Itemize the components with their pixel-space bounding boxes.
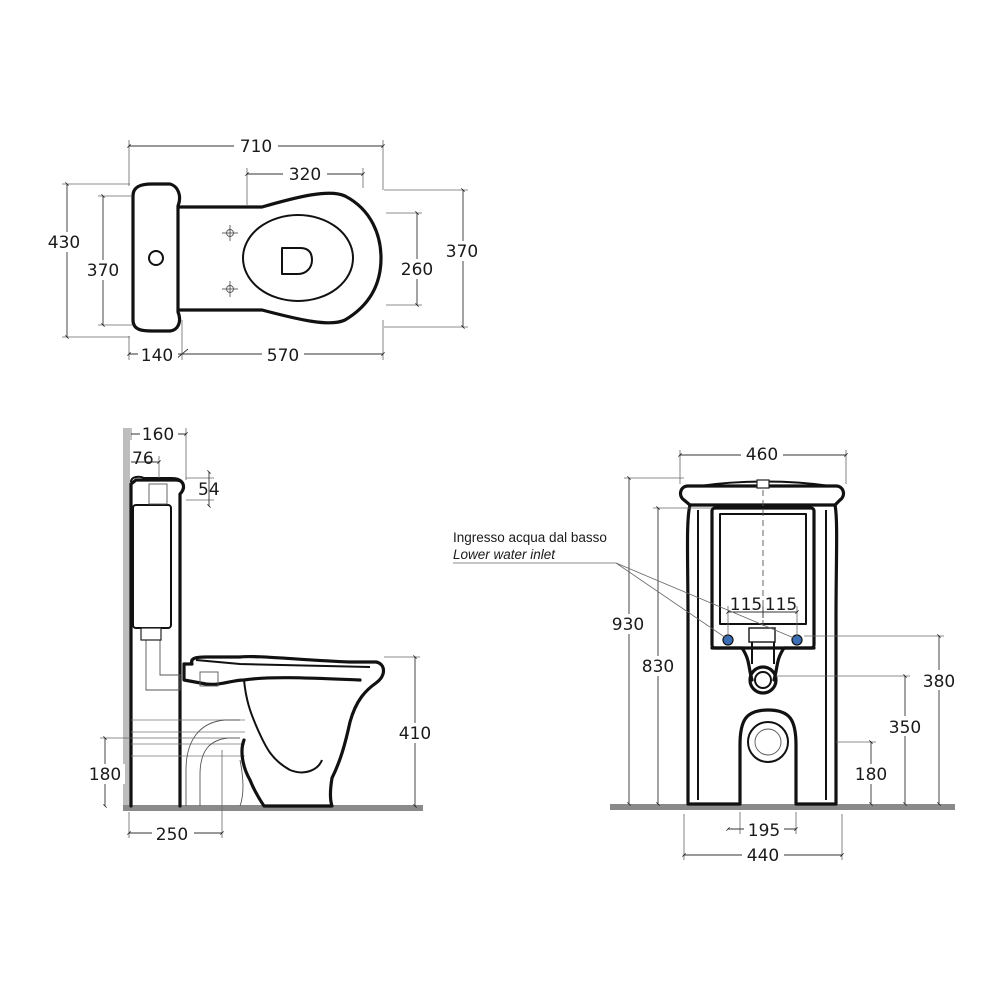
dim-180-front: 180 [855,765,887,785]
dim-570: 570 [267,346,299,366]
dim-930: 930 [612,615,644,635]
top-drain-hole [281,247,313,275]
side-view: 160 76 54 410 180 250 [85,424,435,845]
dim-410: 410 [399,724,431,744]
note-italian: Ingresso acqua dal basso [453,530,607,545]
side-tank-outline [129,478,186,808]
side-tank-lid [130,475,185,491]
dim-115-left: 115 [730,595,762,615]
front-upper-outlet [748,665,778,695]
dim-430: 430 [48,233,80,253]
top-mounting-holes [222,225,238,297]
dim-76: 76 [132,449,154,469]
side-outlet-collar [199,671,219,687]
side-wall [123,428,130,811]
front-view: 460 930 830 115 115 380 350 180 [453,444,960,866]
dim-350: 350 [889,718,921,738]
top-flush-hole [148,250,164,266]
front-body-outline [685,503,839,806]
dim-180-side: 180 [89,765,121,785]
front-cistern [710,506,816,650]
front-tank-lid [678,484,846,507]
dim-140: 140 [141,346,173,366]
dim-115-right: 115 [765,595,797,615]
dim-54: 54 [198,480,220,500]
dim-380: 380 [923,672,955,692]
dim-460: 460 [746,445,778,465]
dim-370-right: 370 [446,242,478,262]
dim-160: 160 [142,425,174,445]
dim-250: 250 [156,825,188,845]
side-floor [123,805,423,811]
dim-370-left: 370 [87,261,119,281]
front-inlet-right-icon [791,634,803,646]
front-flush-valve [748,627,776,643]
top-view: 710 320 430 370 370 260 [44,136,483,366]
dim-260: 260 [401,260,433,280]
dim-440: 440 [747,846,779,866]
top-seat-opening [242,214,354,302]
side-cistern [132,504,172,629]
top-tank-outline [131,182,182,333]
front-floor [610,804,955,810]
top-bowl-outline [178,191,383,325]
side-flush-button [148,483,168,505]
side-outlet-pipe [185,719,244,807]
side-bowl-outline [182,654,386,808]
dim-830: 830 [642,657,674,677]
note-english: Lower water inlet [453,547,556,562]
side-flush-pipe [145,632,181,691]
dim-195: 195 [748,821,780,841]
dim-710: 710 [240,137,272,157]
dim-320: 320 [289,165,321,185]
front-lower-outlet [747,721,789,763]
